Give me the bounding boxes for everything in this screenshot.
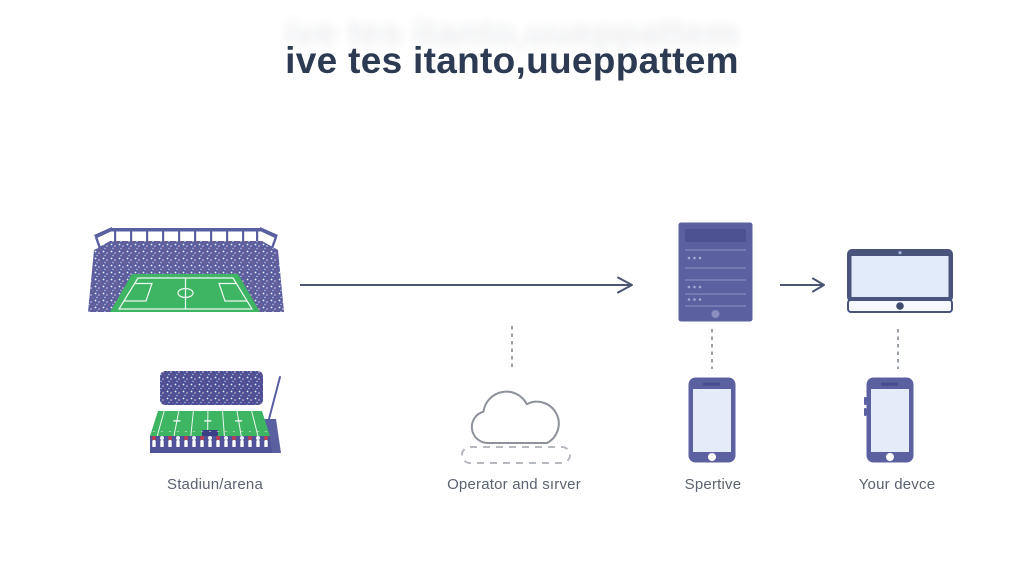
smartphone-icon [688, 377, 736, 463]
label-device: Your devce [858, 476, 936, 493]
title-ghost-artifact: ive tes itanto,uueppattem [285, 12, 739, 53]
desktop-monitor-icon [847, 249, 953, 313]
server-tower-icon [678, 222, 753, 322]
right-arrow-main [300, 276, 633, 294]
football-field-console-illustration-icon [150, 371, 281, 453]
label-stadium: Stadiun/arena [166, 476, 263, 493]
right-arrow-secondary [780, 277, 825, 293]
smartphone-icon [864, 377, 914, 463]
cloud-icon [461, 390, 571, 464]
dashed-connector-server [711, 329, 713, 369]
label-server: Spertive [684, 476, 742, 493]
dashed-connector-device [897, 329, 899, 369]
dashed-connector-cloud [511, 326, 513, 368]
stadium-illustration-icon [88, 227, 284, 312]
label-operator: Operator and sırver [447, 476, 581, 493]
page-title: ive tes itanto,uueppattem [285, 40, 739, 81]
